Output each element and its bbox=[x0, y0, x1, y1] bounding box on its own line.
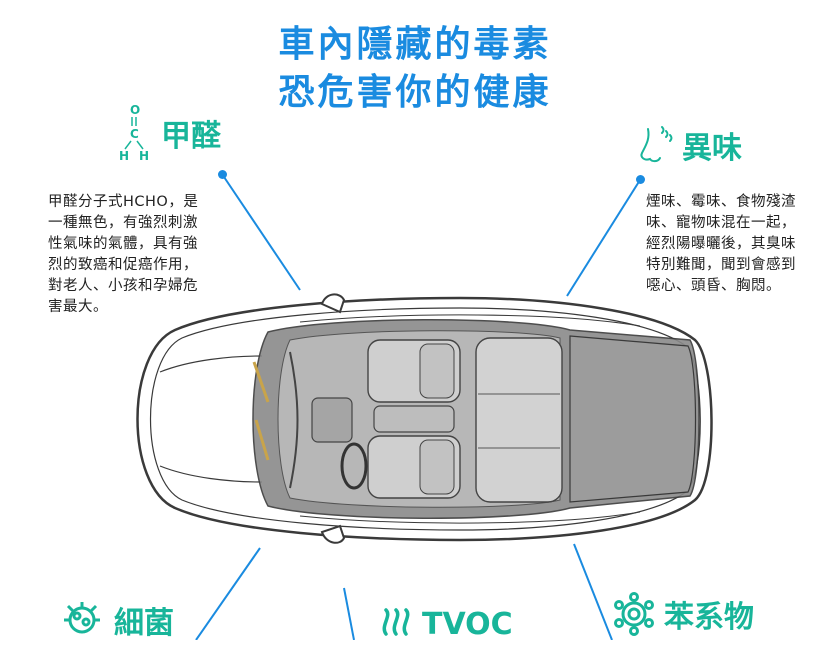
description-line: 煙味、霉味、食物殘渣 bbox=[646, 194, 796, 210]
description-line: 經烈陽曝曬後，其臭味 bbox=[646, 236, 796, 252]
description-line: 性氣味的氣體，具有強 bbox=[48, 236, 198, 252]
benzene-molecule-icon bbox=[612, 592, 656, 644]
atom-h2: H bbox=[139, 149, 149, 163]
odor-description: 煙味、霉味、食物殘渣 味、寵物味混在一起， 經烈陽曝曬後，其臭味 特別難聞，聞到… bbox=[646, 192, 826, 297]
tvoc-connector bbox=[343, 587, 355, 640]
title-line-2: 恐危害你的健康 bbox=[278, 72, 552, 113]
bacteria-connector bbox=[195, 547, 261, 640]
title-line-1: 車內隱藏的毒素 bbox=[278, 24, 552, 65]
odor-heading: 異味 bbox=[638, 125, 742, 173]
description-line: 甲醛分子式HCHO，是 bbox=[48, 194, 199, 210]
nose-smell-icon bbox=[638, 125, 674, 173]
description-line: 害最大。 bbox=[48, 299, 108, 315]
odor-connector bbox=[566, 179, 641, 297]
description-line: 對老人、小孩和孕婦危 bbox=[48, 278, 198, 294]
atom-o: O bbox=[130, 103, 140, 117]
bacteria-icon bbox=[60, 600, 106, 648]
benzene-connector bbox=[573, 543, 613, 640]
tvoc-label: TVOC bbox=[422, 607, 513, 642]
bacteria-label: 細菌 bbox=[114, 606, 174, 641]
formaldehyde-connector bbox=[221, 173, 301, 291]
odor-label: 異味 bbox=[682, 131, 742, 166]
formaldehyde-label: 甲醛 bbox=[161, 119, 221, 154]
tvoc-heading: TVOC bbox=[380, 604, 513, 646]
atom-c: C bbox=[130, 127, 139, 141]
description-line: 特別難聞，聞到會感到 bbox=[646, 257, 796, 273]
benzene-label: 苯系物 bbox=[664, 600, 754, 635]
odor-dot bbox=[636, 175, 645, 184]
atom-h1: H bbox=[119, 149, 129, 163]
formaldehyde-dot bbox=[218, 170, 227, 179]
formaldehyde-description: 甲醛分子式HCHO，是 一種無色，有強烈刺激 性氣味的氣體，具有強 烈的致癌和促… bbox=[48, 192, 238, 318]
formaldehyde-heading: O C H H 甲醛 bbox=[115, 102, 221, 172]
description-line: 味、寵物味混在一起， bbox=[646, 215, 796, 231]
vapor-waves-icon bbox=[380, 604, 414, 646]
benzene-heading: 苯系物 bbox=[612, 592, 754, 644]
description-line: 烈的致癌和促癌作用， bbox=[48, 257, 198, 273]
formaldehyde-molecule-icon: O C H H bbox=[115, 102, 153, 172]
description-line: 噁心、頭昏、胸悶。 bbox=[646, 278, 781, 294]
description-line: 一種無色，有強烈刺激 bbox=[48, 215, 198, 231]
bacteria-heading: 細菌 bbox=[60, 600, 174, 648]
